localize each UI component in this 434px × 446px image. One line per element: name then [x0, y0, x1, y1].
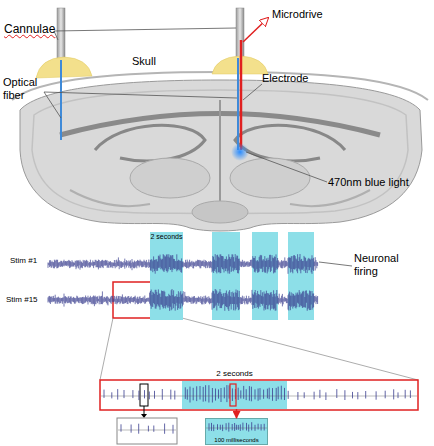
fiber-tract [70, 190, 370, 206]
corpus-callosum [60, 114, 380, 136]
hippocampus [95, 125, 205, 161]
leader-line [319, 262, 352, 266]
time-scale-label: 100 milliseconds [206, 437, 267, 444]
thalamus [130, 158, 210, 198]
electrode [240, 40, 243, 150]
hypothalamus [192, 201, 248, 223]
zoom-stim-band: 2 seconds [182, 381, 287, 409]
neuronal-trace [121, 424, 173, 434]
trace-label: Stim #1 [10, 256, 37, 265]
stim-band [288, 232, 314, 320]
thalamus [230, 158, 310, 198]
zoom-arrow [236, 409, 238, 418]
part-label: Cannulae [4, 22, 55, 36]
leader-line [243, 84, 262, 100]
cannula [236, 8, 244, 60]
zoom-line [182, 318, 418, 380]
skull-line [12, 72, 428, 100]
leader-line [54, 28, 236, 31]
detail-box: 100 milliseconds [205, 418, 268, 445]
part-label: Skull [132, 55, 156, 68]
zoom-arrowhead [141, 414, 147, 418]
blue-light-glow [231, 143, 249, 161]
trace-label: Stim #15 [6, 295, 38, 304]
leader-line [44, 92, 237, 98]
part-label: 470nm blue light [328, 176, 432, 189]
cortex-line [32, 90, 408, 214]
traces [48, 254, 417, 434]
zoom-line [100, 318, 113, 380]
stim-band [212, 232, 240, 320]
optical-fiber [60, 60, 62, 140]
cement-cap [212, 56, 268, 74]
zoom-arrow [144, 406, 145, 417]
stim-band [252, 232, 278, 320]
part-label: Microdrive [272, 8, 323, 21]
leader-line [246, 152, 327, 182]
brain-section [20, 80, 422, 231]
cannula [57, 8, 65, 62]
part-label: Electrode [262, 72, 308, 85]
stim-band: 2 seconds [150, 232, 183, 320]
small-zoom-select [140, 384, 148, 406]
midline-ventricle [219, 100, 221, 205]
duration-label: 2 seconds [150, 233, 183, 241]
optical-fiber [237, 58, 239, 150]
part-label: Neuronal firing [354, 252, 416, 278]
detail-box [117, 418, 177, 444]
leader-lines [44, 28, 352, 266]
part-label: Optical fiber [3, 76, 47, 102]
leader-line [44, 92, 61, 118]
microdrive-arrow [243, 18, 268, 42]
zoom-box [100, 380, 418, 410]
duration-label: 2 seconds [182, 369, 287, 378]
trace-baseline [118, 430, 176, 431]
hippocampus [235, 125, 345, 161]
cement-cap [36, 57, 92, 78]
